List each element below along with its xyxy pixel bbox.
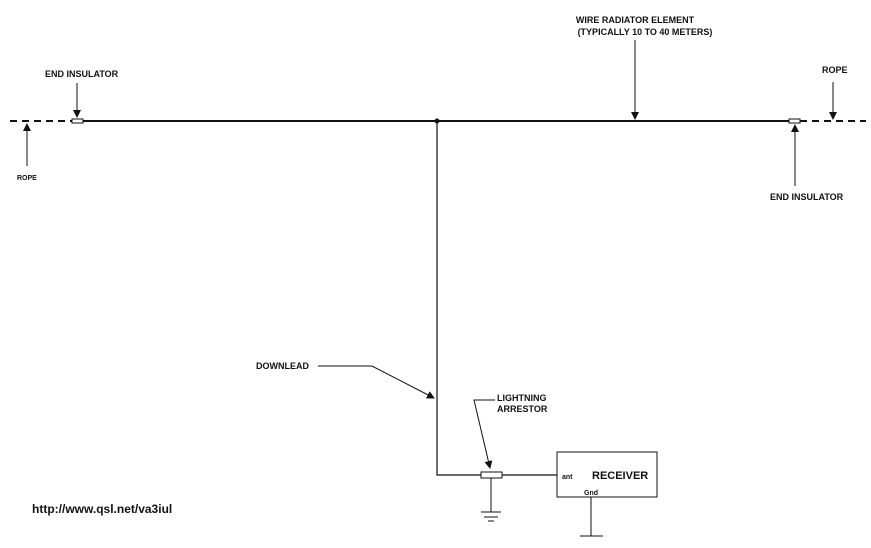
ant-label: ant [562, 474, 573, 481]
arrestor-label-line1: LIGHTNING [497, 393, 547, 403]
lightning-arrestor [480, 471, 503, 479]
arrow-icon [473, 399, 495, 469]
source-url: http://www.qsl.net/va3iul [32, 502, 172, 516]
end-insulator-right [788, 118, 801, 124]
end-insulator-right-label: END INSULATOR [770, 192, 844, 202]
receiver-label: RECEIVER [592, 470, 648, 482]
receiver: ant RECEIVER Gnd [556, 451, 658, 537]
antenna-wire [10, 118, 866, 124]
arrow-icon [318, 365, 435, 399]
wire-label-line1: WIRE RADIATOR ELEMENT [576, 15, 695, 25]
end-insulator-left [71, 118, 84, 124]
arrestor-label-line2: ARRESTOR [497, 404, 548, 414]
wire-label-line2: (TYPICALLY 10 TO 40 METERS) [578, 27, 713, 37]
rope-right-label: ROPE [822, 65, 848, 75]
end-insulator-left-label: END INSULATOR [45, 69, 119, 79]
downlead [436, 121, 557, 479]
downlead-label: DOWNLEAD [256, 361, 309, 371]
gnd-label: Gnd [584, 490, 598, 497]
rope-left-label: ROPE [17, 175, 37, 182]
ground-symbol-icon [481, 478, 501, 522]
